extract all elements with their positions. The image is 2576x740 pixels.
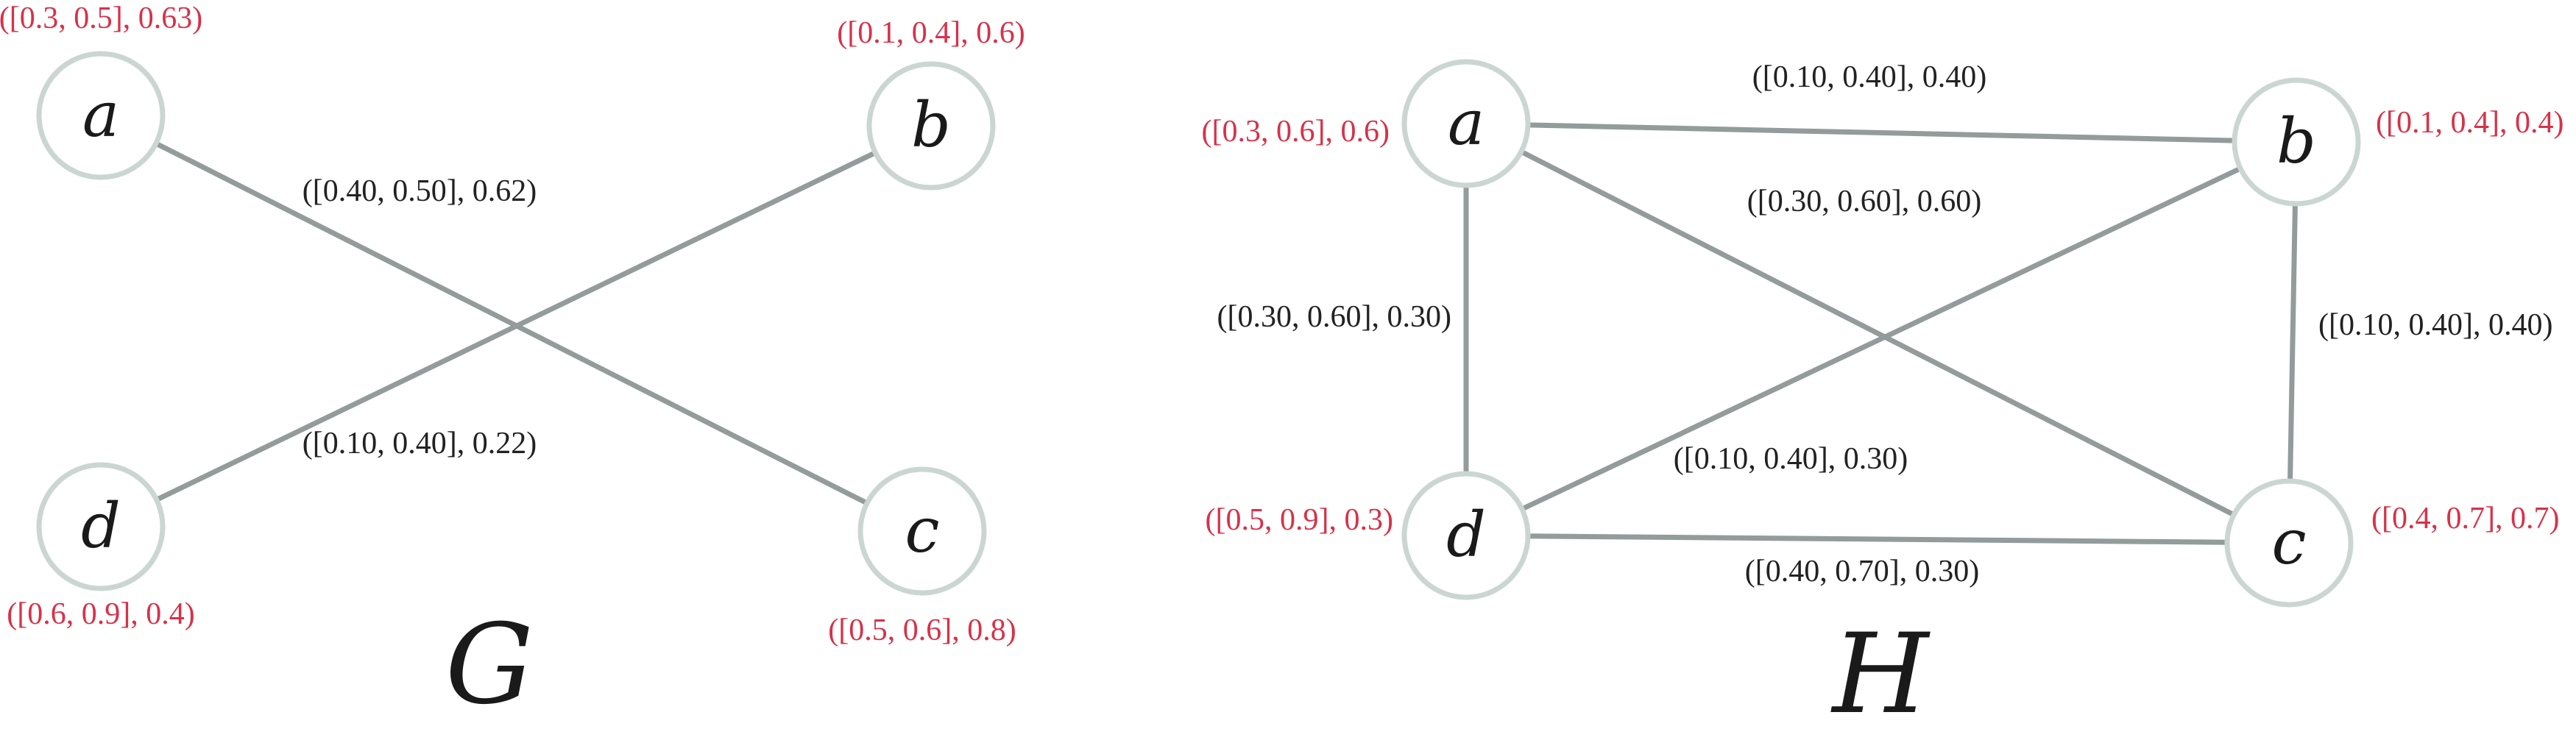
graph-h-edge-a-c-label: ([0.30, 0.60], 0.60) [1747,185,1981,218]
graph-h-node-d-label: d [1446,499,1486,571]
graph-h-node-c-attr: ([0.4, 0.7], 0.7) [2371,502,2559,536]
graph-h-edge-a-d-label: ([0.30, 0.60], 0.30) [1217,300,1451,334]
graph-g-edge-a-c-label: ([0.40, 0.50], 0.62) [302,174,537,208]
graph-h-edge-a-b-label: ([0.10, 0.40], 0.40) [1752,60,1986,94]
graph-g-edge-d-b-label: ([0.10, 0.40], 0.22) [302,427,537,460]
edges-layer [153,122,2298,545]
graph-h-title: H [1830,611,1931,739]
graph-g-node-a [36,51,166,180]
graph-h-edge-b-c-label: ([0.10, 0.40], 0.40) [2318,308,2552,342]
graph-g-node-a-attr: ([0.3, 0.5], 0.63) [0,1,202,35]
graph-h-edge-d-c [1525,533,2230,545]
graph-h-node-b [2232,77,2361,207]
graph-h-edge-d-c-label: ([0.40, 0.70], 0.30) [1745,555,1979,588]
graph-g-node-d-attr: ([0.6, 0.9], 0.4) [7,597,194,631]
graph-h-edge-b-c [2287,201,2298,484]
graph-g-node-b [866,61,996,191]
nodes-layer [36,51,2361,608]
graph-h-node-c-label: c [2271,506,2306,578]
graph-h-node-b-label: b [2276,105,2316,177]
graph-g-node-c-attr: ([0.5, 0.6], 0.8) [828,613,1016,647]
graph-h-edge-a-b [1525,122,2237,143]
graph-g-node-c-label: c [905,494,939,566]
graph-g-node-d [36,462,166,591]
graph-h-node-b-attr: ([0.1, 0.4], 0.4) [2376,106,2563,140]
graph-g-node-c [857,466,987,596]
graph-g-node-b-attr: ([0.1, 0.4], 0.6) [837,16,1025,50]
graph-h-node-a [1401,59,1531,188]
graph-h-node-d [1401,471,1531,600]
graph-h-edge-d-b [1519,166,2243,512]
graph-h-edge-d-b-label: ([0.10, 0.40], 0.30) [1674,442,1908,476]
graph-g-edge-a-c [153,140,870,506]
graph-g-node-a-label: a [82,79,119,151]
graph-h-node-a-label: a [1448,87,1485,159]
graph-h-node-a-attr: ([0.3, 0.6], 0.6) [1202,115,1390,149]
graph-h-node-d-attr: ([0.5, 0.9], 0.3) [1206,503,1393,537]
graph-g-node-b-label: b [911,89,951,161]
graph-h-edge-a-c [1518,149,2237,518]
graph-g-node-d-label: d [81,490,121,562]
graph-g-title: G [445,601,534,729]
graph-g-edge-d-b [154,150,878,502]
graph-h-node-c [2224,478,2354,608]
